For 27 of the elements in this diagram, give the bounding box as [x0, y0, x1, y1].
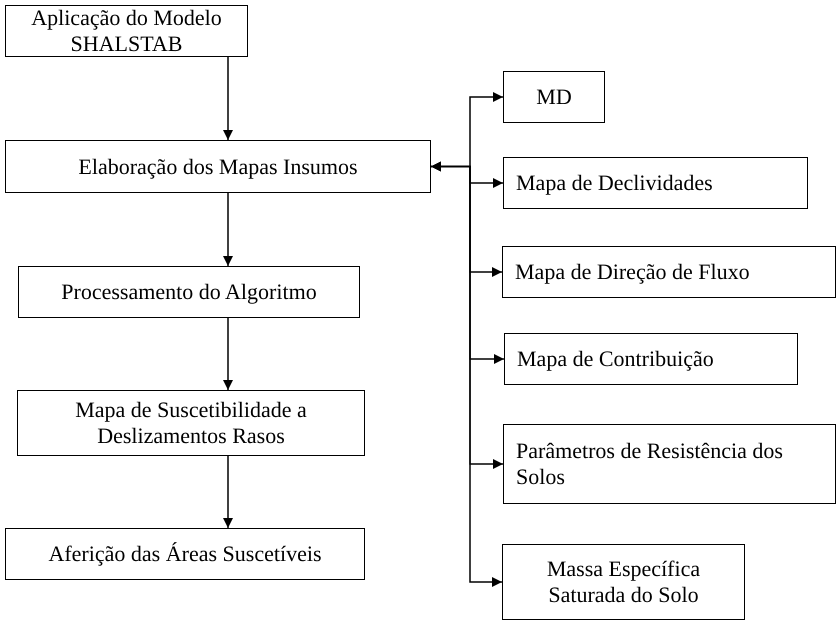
process-box — [5, 528, 365, 580]
box-text: Aferição das Áreas Suscetíveis — [48, 541, 322, 567]
box-text: Mapa de Direção de Fluxo — [515, 259, 750, 285]
process-box — [18, 266, 360, 318]
process-box — [17, 390, 365, 456]
box-text: Elaboração dos Mapas Insumos — [78, 154, 358, 180]
process-box — [5, 5, 248, 57]
process-box — [503, 157, 808, 209]
box-text: Mapa de Suscetibilidade a Deslizamentos Rasos — [74, 397, 308, 449]
arrow — [431, 162, 502, 587]
box-text: Parâmetros de Resistência dos Solos — [516, 438, 784, 490]
arrow — [223, 318, 233, 390]
process-box — [5, 140, 431, 193]
box-text: Massa Específica Saturada do Solo — [546, 556, 702, 608]
box-text: Mapa de Declividades — [516, 170, 713, 196]
arrow — [223, 193, 233, 266]
box-text: Processamento do Algoritmo — [61, 279, 317, 305]
process-box — [502, 544, 745, 620]
process-box — [504, 333, 798, 385]
box-text: Mapa de Contribuição — [517, 346, 714, 372]
box-text: MD — [536, 84, 572, 110]
process-box — [503, 424, 836, 504]
process-box — [502, 246, 836, 298]
arrow — [223, 456, 233, 528]
arrow — [223, 57, 233, 140]
box-text: Aplicação do Modelo SHALSTAB — [30, 5, 223, 57]
process-box — [503, 71, 605, 123]
